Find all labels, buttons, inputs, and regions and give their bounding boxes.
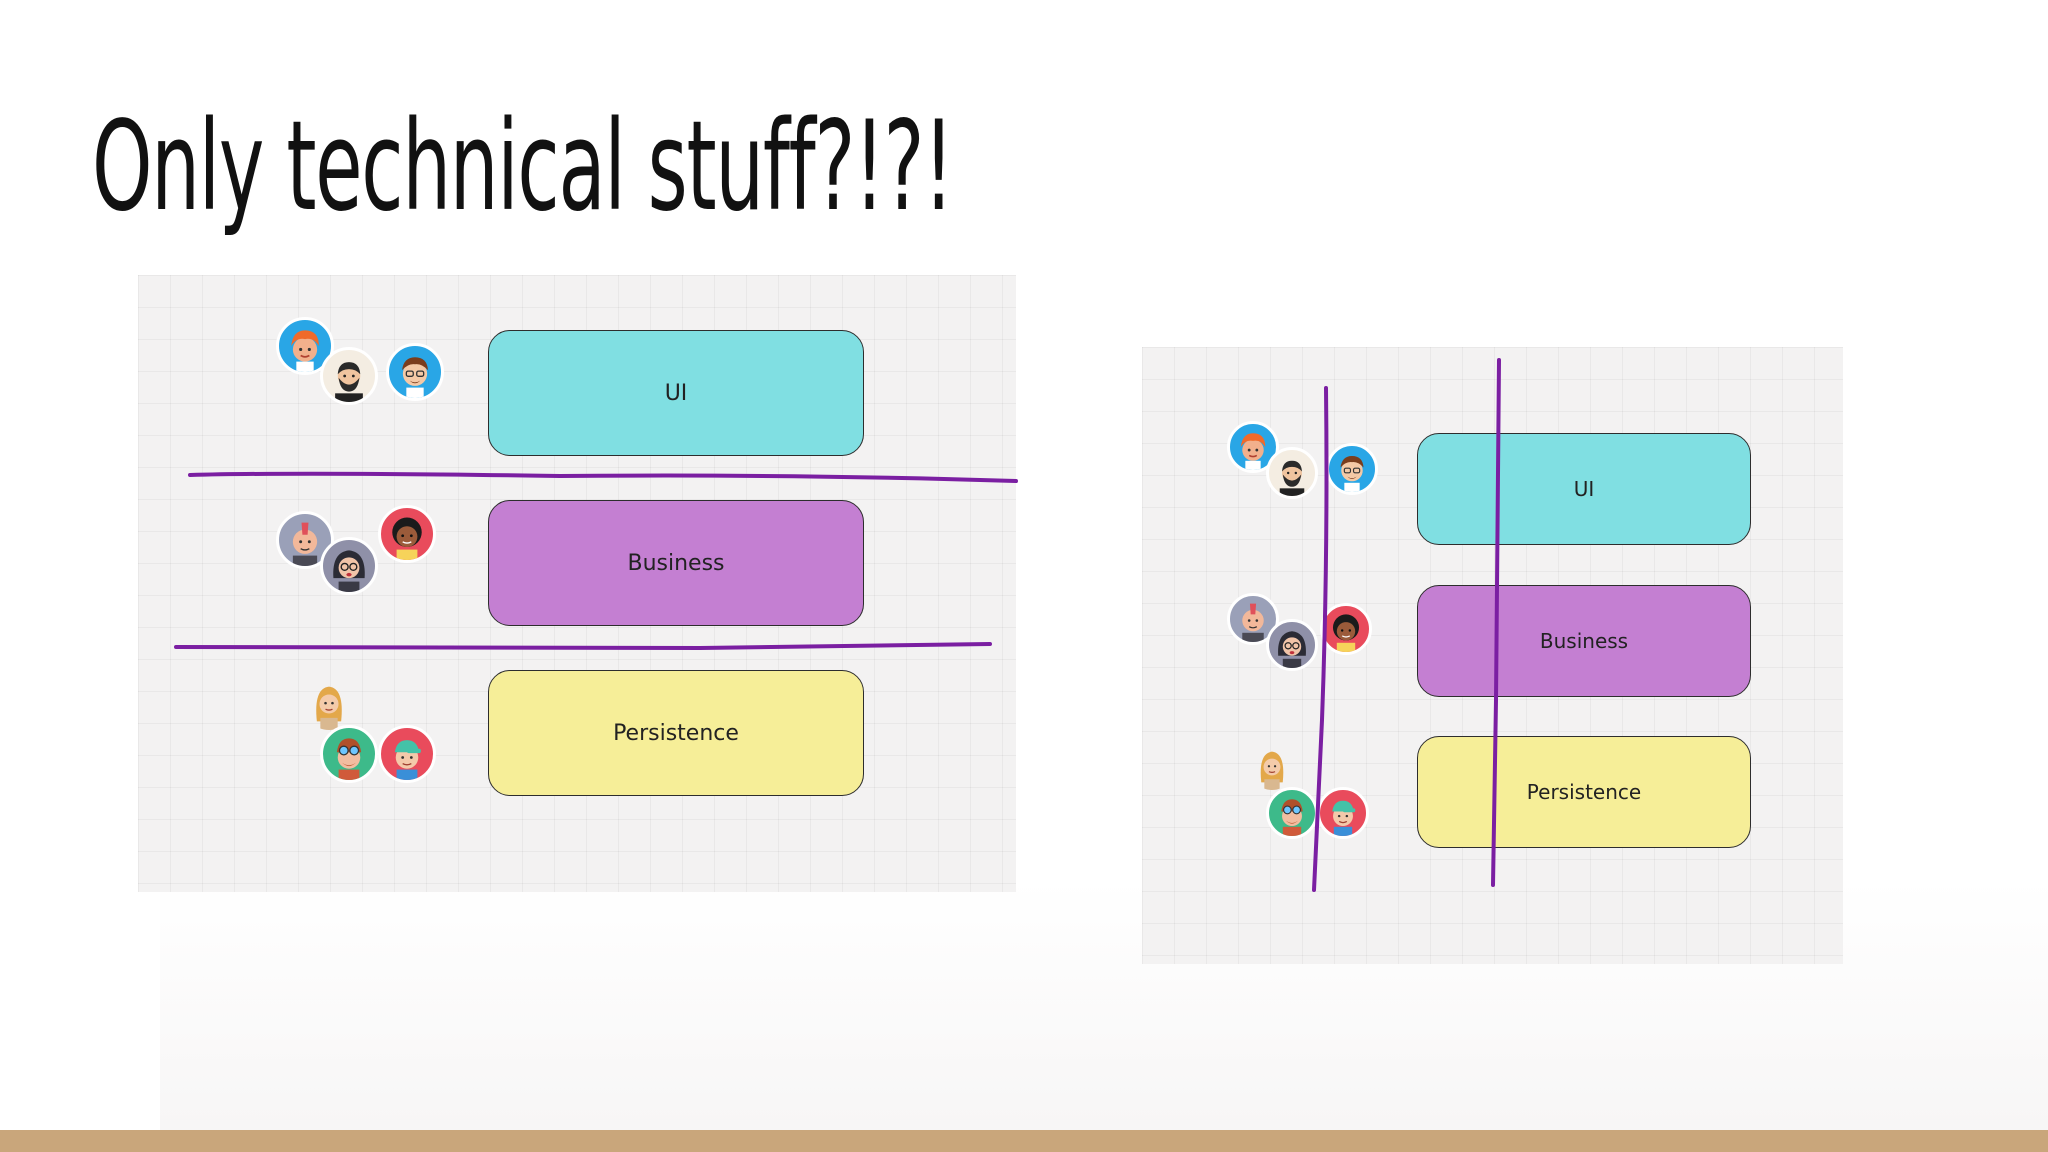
- avatar-curly-woman-icon: [1320, 603, 1372, 655]
- avatar-red-hair-icon: [276, 317, 334, 375]
- avatar-bearded-man-icon: [320, 347, 378, 405]
- layer-box-ui[interactable]: UI: [488, 330, 864, 456]
- right-whiteboard: UI Business Persistence: [1142, 347, 1843, 964]
- layer-label: Business: [627, 550, 725, 576]
- left-whiteboard: UI Business Persistence: [138, 275, 1016, 892]
- avatar-cap-boy-icon: [378, 725, 436, 783]
- layer-label: Persistence: [613, 720, 739, 746]
- layer-box-business[interactable]: Business: [1417, 585, 1751, 697]
- layer-label: Business: [1539, 629, 1629, 653]
- layer-box-ui[interactable]: UI: [1417, 433, 1751, 545]
- slide-title: Only technical stuff?!?!: [92, 95, 954, 239]
- avatar-cap-boy-icon: [1317, 787, 1369, 839]
- avatar-goggles-man-icon: [320, 725, 378, 783]
- layer-box-persistence[interactable]: Persistence: [1417, 736, 1751, 848]
- avatar-bearded-man-icon: [1266, 447, 1318, 499]
- avatar-blonde-woman-icon: [300, 675, 358, 733]
- layer-label: Persistence: [1526, 780, 1642, 804]
- layer-box-persistence[interactable]: Persistence: [488, 670, 864, 796]
- avatar-blonde-woman-icon: [1246, 741, 1298, 793]
- avatar-glasses-woman-icon: [1266, 619, 1318, 671]
- avatar-glasses-man-icon: [1326, 443, 1378, 495]
- layer-label: UI: [1573, 477, 1595, 501]
- avatar-glasses-man-icon: [386, 343, 444, 401]
- avatar-glasses-woman-icon: [320, 537, 378, 595]
- footer-accent-bar: [0, 1130, 2048, 1152]
- avatar-curly-woman-icon: [378, 505, 436, 563]
- layer-box-business[interactable]: Business: [488, 500, 864, 626]
- layer-label: UI: [664, 380, 688, 406]
- avatar-goggles-man-icon: [1266, 787, 1318, 839]
